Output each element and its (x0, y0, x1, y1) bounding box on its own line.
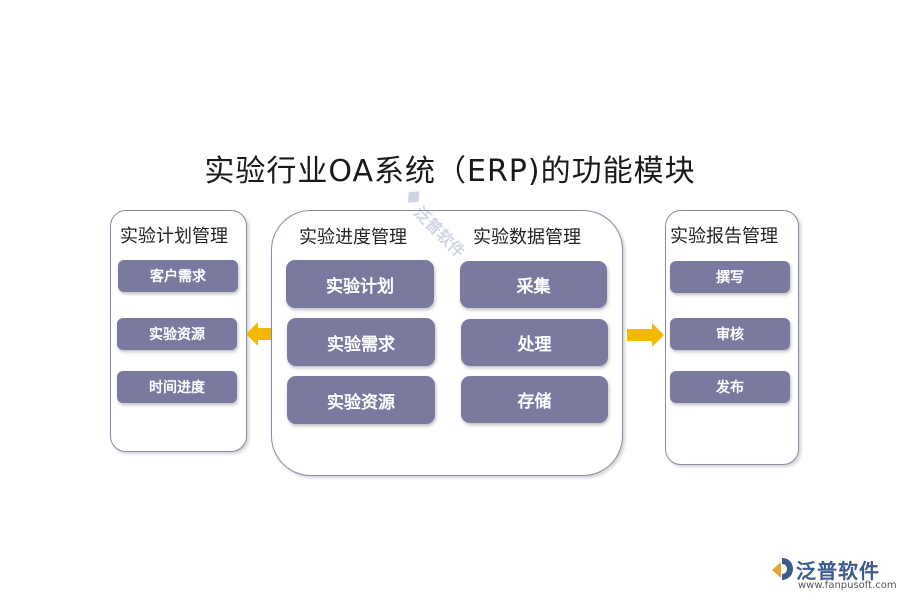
logo-url: www.fanpusoft.com (798, 580, 897, 591)
diagram-title: 实验行业OA系统（ERP)的功能模块 (204, 154, 696, 189)
progress-management-title: 实验进度管理 (299, 227, 407, 248)
report-management-title: 实验报告管理 (670, 226, 778, 247)
plan-item-schedule: 时间进度 (117, 371, 237, 403)
report-item-publish: 发布 (670, 371, 790, 403)
logo-name: 泛普软件 (796, 559, 880, 583)
fanpu-logo-icon (772, 558, 793, 580)
progress-item-plan: 实验计划 (286, 260, 434, 308)
report-item-review: 审核 (670, 318, 790, 350)
data-item-collect: 采集 (460, 261, 607, 308)
data-management-title: 实验数据管理 (473, 227, 581, 248)
data-item-process: 处理 (461, 319, 608, 366)
watermark: 泛普软件 (359, 190, 486, 317)
plan-item-customer-needs: 客户需求 (118, 260, 238, 292)
left-arrow-icon (246, 322, 277, 346)
progress-item-resources: 实验资源 (287, 376, 435, 424)
plan-item-resources: 实验资源 (117, 318, 237, 350)
data-item-store: 存储 (461, 376, 608, 423)
watermark-logo-icon (408, 191, 420, 203)
right-arrow-icon (627, 323, 664, 347)
report-item-write: 撰写 (670, 261, 790, 293)
progress-item-needs: 实验需求 (287, 318, 435, 366)
plan-management-title: 实验计划管理 (120, 226, 228, 247)
